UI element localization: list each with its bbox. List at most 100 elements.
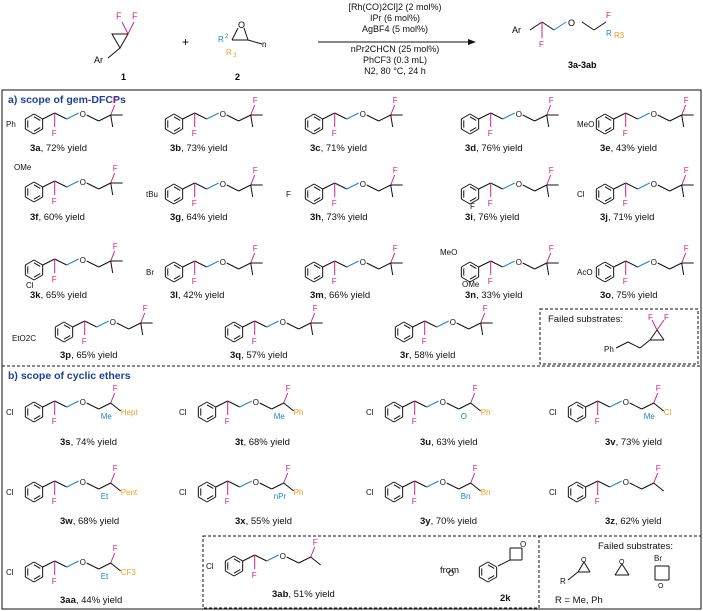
structure-3z-vinyl-f: F [595,497,600,506]
structure-3y-cf: F [473,464,478,473]
structure-3d: FOF [460,96,559,138]
structure-3v-r2: Me [644,412,656,421]
entry-3f: 3f, 60% yield [30,212,85,223]
structure-3l-vinyl-f: F [192,277,197,286]
structure-3j-cf: F [684,166,689,175]
structure-3aa-vinyl-f: F [52,577,57,586]
structure-3w-r2: Et [101,492,109,501]
structure-3t-cf: F [286,384,291,393]
structure-3n-vinyl-f: F [488,277,493,286]
structure-3x-cf: F [286,464,291,473]
structure-3s-substituent: Cl [6,408,14,417]
conditions-line-3: AgBF4 (5 mol%) [361,24,429,34]
section-a-title: a) scope of gem-DFCPs [8,94,126,106]
structure-3q: FOF [224,304,323,346]
structure-3p-ether-o: O [110,318,116,327]
structure-3w-substituent: Cl [6,488,14,497]
label-3f-ome: OMe [14,163,32,172]
structure-3w-r3: Pent [121,488,138,497]
structure-3z-cf: F [656,464,661,473]
svg-text:R3: R3 [614,31,625,40]
structure-3d-vinyl-f: F [488,129,493,138]
svg-text:F: F [132,11,138,21]
structure-3x-substituent: Cl [179,488,187,497]
entry-3r: 3r, 58% yield [400,350,456,361]
svg-text:2: 2 [225,34,229,40]
structure-3b: FOF [164,96,263,138]
structure-3p-cf: F [143,304,148,313]
structure-3o-vinyl-f: F [623,277,628,286]
entry-3q: 3q, 57% yield [230,350,288,361]
structure-3k-cf: F [113,242,118,251]
structure-3u-r2: O [461,412,467,421]
structure-3o-substituent: AcO [577,268,593,277]
structure-3s-r2: Me [101,412,113,421]
structure-3d-ether-o: O [516,110,522,119]
failed-b-o3: O [658,583,664,590]
structure-3q-vinyl-f: F [252,337,257,346]
reactant-1-structure [107,21,135,59]
structure-3x-vinyl-f: F [225,497,230,506]
structure-3c: FOF [304,96,403,138]
structure-3m-ether-o: O [360,258,366,267]
structure-3y-substituent: Cl [366,488,374,497]
structure-3m-vinyl-f: F [332,277,337,286]
entry-3x: 3x, 55% yield [235,516,293,527]
structure-3j-substituent: Cl [577,190,585,199]
svg-text:R: R [226,48,232,57]
conditions-line-4: nPr2CHCN (25 mol%) [350,44,440,54]
structure-3y-r2: Bn [461,492,471,501]
structure-3w-cf: F [113,464,118,473]
entry-3z: 3z, 62% yield [605,516,662,527]
structure-3m: FOF [304,244,403,286]
structure-3ab-vinyl-f: F [252,571,257,580]
structure-3w-ether-o: O [80,478,86,487]
structure-3q-ether-o: O [280,318,286,327]
svg-text:F: F [116,11,122,21]
structure-3t-r2: Me [274,412,286,421]
section-b-title: b) scope of cyclic ethers [8,370,131,382]
entry-3l: 3l, 42% yield [170,290,225,301]
structure-3ab-ether-o: O [280,552,286,561]
structure-3y-vinyl-f: F [412,497,417,506]
entry-3u: 3u, 63% yield [420,437,478,448]
entry-3y: 3y, 70% yield [420,516,478,527]
structure-3u-ether-o: O [440,398,446,407]
structure-3h-vinyl-f: F [332,199,337,208]
reactant-1-label: 1 [121,72,126,82]
failed-b-o2: O [619,559,625,566]
structure-3z-substituent: Cl [549,488,557,497]
entry-3i: 3i, 76% yield [465,212,520,223]
entry-3o: 3o, 75% yield [600,290,658,301]
structure-3p-vinyl-f: F [82,337,87,346]
plus-sign: + [182,35,189,49]
structure-3t-ether-o: O [253,398,259,407]
structure-3f: FOF [24,164,123,206]
structure-3g-vinyl-f: F [192,199,197,208]
svg-text:F: F [539,40,544,49]
structure-3aa-cf: F [113,544,118,553]
entry-3s: 3s, 74% yield [60,437,118,448]
structure-3b-cf: F [253,96,258,105]
svg-text:Ar: Ar [512,25,521,35]
svg-text:n: n [262,40,266,49]
structure-3a-cf: F [113,96,118,105]
structure-3g-substituent: tBu [146,190,158,199]
svg-text:O: O [238,20,245,30]
reaction-scheme: F F Ar 1 + O n R 2 R 3 2 Ar F O F R R3 3… [94,11,625,82]
label-3k-cl: Cl [26,281,34,290]
structure-3o-ether-o: O [651,258,657,267]
structure-3i: FOF [460,166,559,208]
